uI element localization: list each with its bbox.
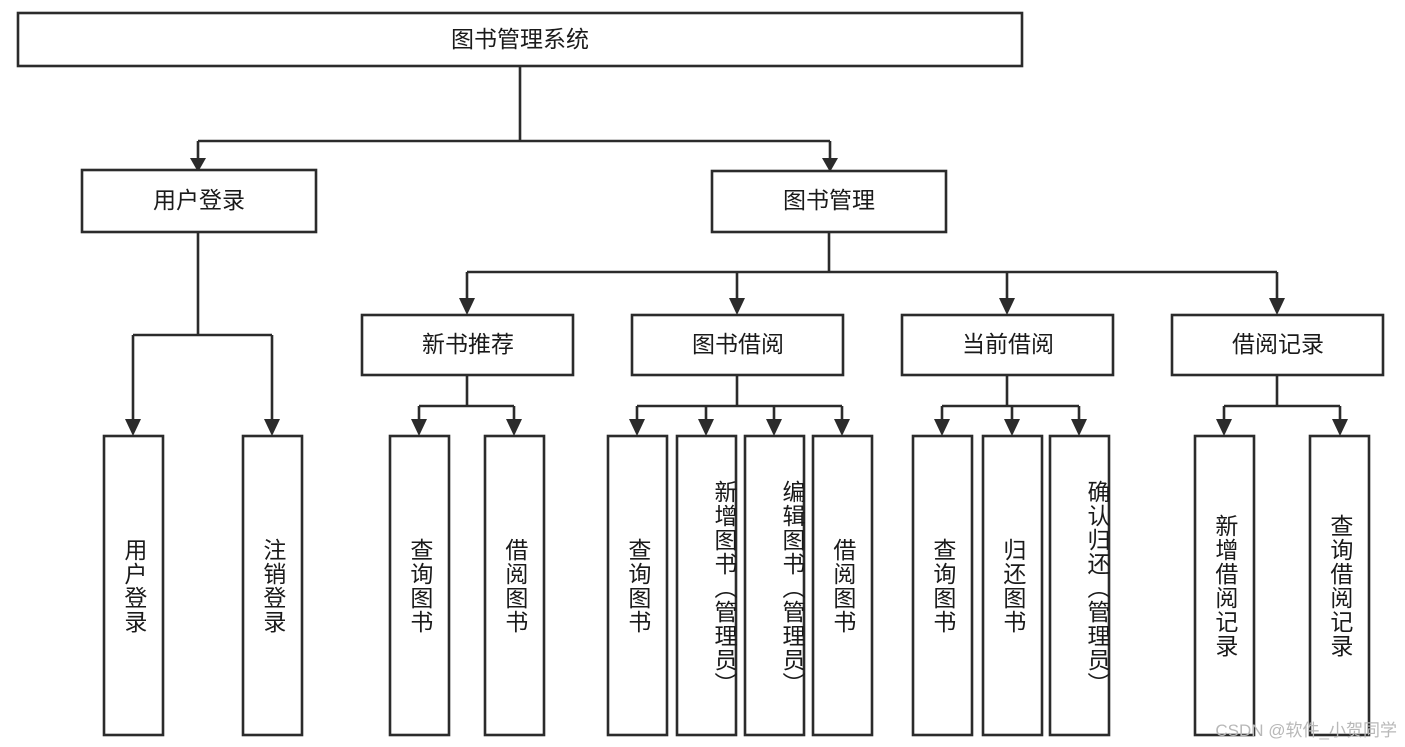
node-current-borrow-box[interactable] (900, 313, 1115, 377)
node-user-login[interactable]: 用户登录 (80, 168, 318, 234)
leaf-box-query-borrow-record[interactable] (1308, 434, 1371, 737)
connector-layer (125, 66, 1348, 436)
arrowhead-leaf-add-record (1216, 419, 1232, 436)
node-book-management[interactable]: 图书管理 (710, 169, 948, 234)
edge-currentborrow-bus (940, 375, 1081, 421)
arrowhead-leaf-return-book (1004, 419, 1020, 436)
leaf-box-confirm-return-admin[interactable] (1048, 434, 1111, 737)
node-user-login-box[interactable] (80, 168, 318, 234)
edge-newbook-bus (417, 375, 516, 421)
node-new-book-recommend-label: 新书推荐 (422, 331, 514, 357)
arrowhead-leaf-query-record (1332, 419, 1348, 436)
node-layer: 图书管理系统 用户登录 图书管理 新书推荐 图书借阅 当前 (16, 11, 1385, 737)
arrowhead-user-login (190, 158, 206, 172)
arrowhead-borrow-record (1269, 298, 1285, 315)
node-new-book-recommend[interactable]: 新书推荐 (360, 313, 575, 377)
node-book-borrow-box[interactable] (630, 313, 845, 377)
node-root[interactable]: 图书管理系统 (16, 11, 1024, 68)
arrowhead-leaf-borrow-book-2 (834, 419, 850, 436)
node-root-box[interactable] (16, 11, 1024, 68)
leaf-box-query-book-borrow[interactable] (606, 434, 669, 737)
node-book-management-label: 图书管理 (783, 187, 875, 213)
edge-bookborrow-bus (635, 375, 844, 421)
edge-borrowrecord-bus (1222, 375, 1342, 421)
node-book-borrow[interactable]: 图书借阅 (630, 313, 845, 377)
arrowhead-new-book-rec (459, 298, 475, 315)
leaf-box-add-book-admin[interactable] (675, 434, 738, 737)
arrowhead-leaf-query-book-1 (411, 419, 427, 436)
node-current-borrow[interactable]: 当前借阅 (900, 313, 1115, 377)
arrowhead-leaf-borrow-book-1 (506, 419, 522, 436)
edge-userlogin-bus (131, 232, 274, 421)
arrowhead-book-borrow (729, 298, 745, 315)
leaf-box-return-book[interactable] (981, 434, 1044, 737)
node-book-management-box[interactable] (710, 169, 948, 234)
csdn-watermark: CSDN @软件_小贺同学 (1215, 721, 1397, 740)
node-borrow-record-label: 借阅记录 (1232, 331, 1324, 357)
leaf-box-edit-book-admin[interactable] (743, 434, 806, 737)
arrowhead-leaf-edit-book (766, 419, 782, 436)
arrowhead-leaf-query-book-3 (934, 419, 950, 436)
node-user-login-label: 用户登录 (153, 187, 245, 213)
arrowhead-leaf-add-book (698, 419, 714, 436)
leaf-box-user-login[interactable] (102, 434, 165, 737)
leaf-box-add-borrow-record[interactable] (1193, 434, 1256, 737)
node-current-borrow-label: 当前借阅 (962, 331, 1054, 357)
leaf-box-logout[interactable] (241, 434, 304, 737)
node-root-label: 图书管理系统 (451, 26, 589, 52)
edge-root-bus (196, 66, 832, 159)
arrowhead-current-borrow (999, 298, 1015, 315)
leaf-box-borrow-book-newbook[interactable] (483, 434, 546, 737)
edge-bookmanage-bus (465, 232, 1279, 300)
leaf-box-borrow-book[interactable] (811, 434, 874, 737)
leaf-box-query-book-current[interactable] (911, 434, 974, 737)
arrowhead-leaf-confirm-return (1071, 419, 1087, 436)
arrowhead-leaf-logout (264, 419, 280, 436)
node-borrow-record[interactable]: 借阅记录 (1170, 313, 1385, 377)
node-new-book-recommend-box[interactable] (360, 313, 575, 377)
arrowhead-leaf-query-book-2 (629, 419, 645, 436)
node-book-borrow-label: 图书借阅 (692, 331, 784, 357)
node-borrow-record-box[interactable] (1170, 313, 1385, 377)
arrowhead-book-manage (822, 158, 838, 172)
arrowhead-leaf-user-login (125, 419, 141, 436)
leaf-box-query-book-newbook[interactable] (388, 434, 451, 737)
